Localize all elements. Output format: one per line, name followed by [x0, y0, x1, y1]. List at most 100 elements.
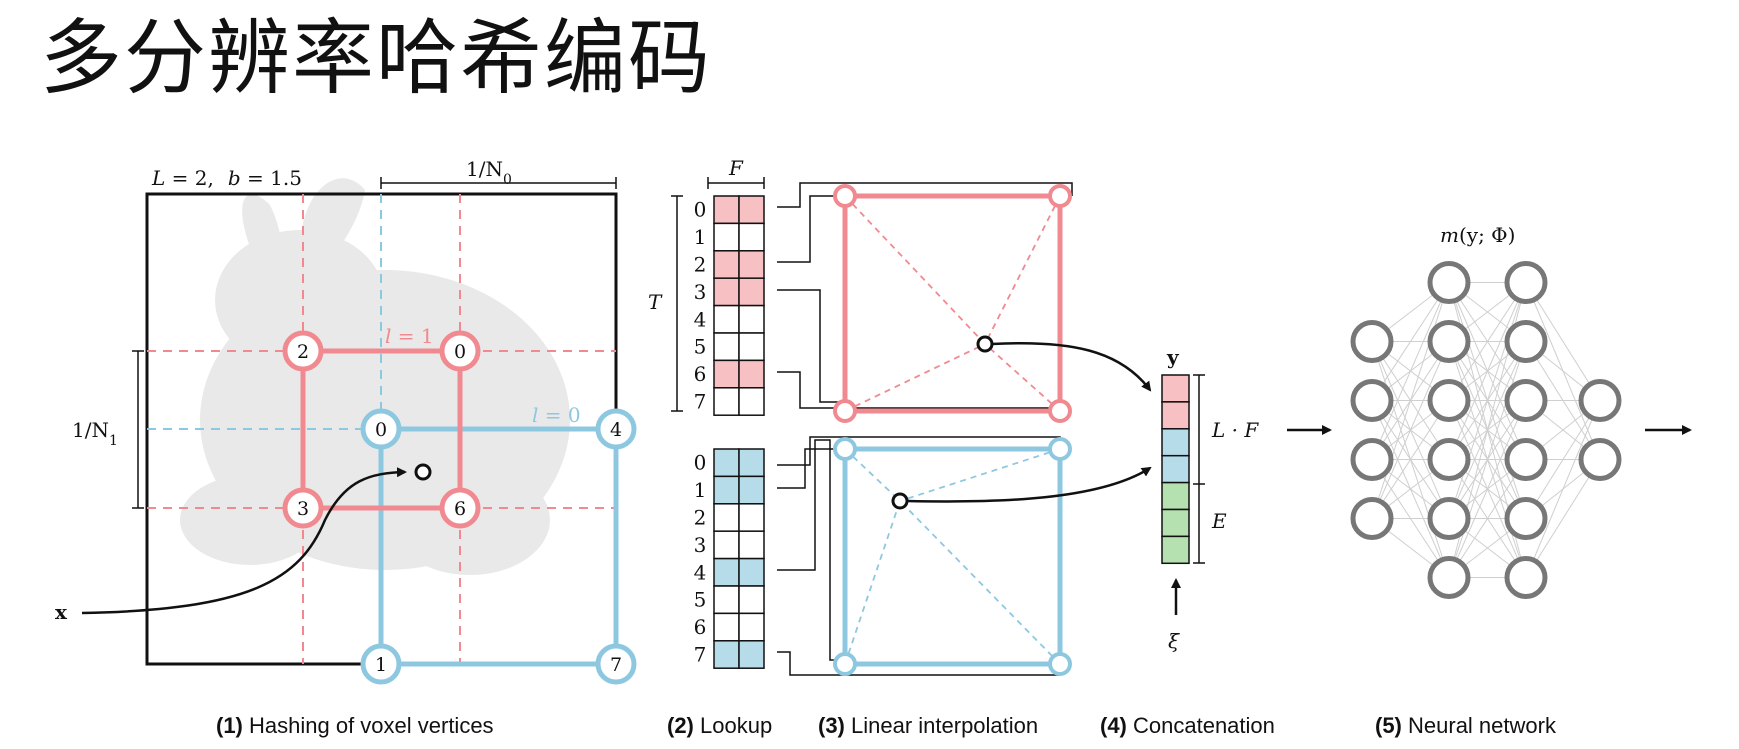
network-node-2-5	[1504, 556, 1548, 599]
blue-interp-lines	[844, 448, 1061, 665]
red-table-cell-5-1	[738, 332, 765, 362]
network-node-1-4	[1427, 497, 1471, 540]
blue-table-cell-5-1	[738, 585, 765, 615]
caption-interpolation: (3) Linear interpolation	[818, 713, 1038, 738]
blue-table-cell-5-0	[713, 585, 740, 615]
query-point	[414, 463, 432, 481]
red-table-connectors	[777, 182, 1073, 411]
svg-text:3: 3	[297, 498, 309, 520]
red-table-cell-0-1	[738, 195, 765, 225]
n1-label: 1/N1	[72, 418, 118, 449]
blue-table-cell-7-1	[738, 640, 765, 669]
red-table-cell-4-0	[713, 304, 740, 334]
red-vertex-6: 6	[439, 487, 481, 529]
red-table-index-1: 1	[694, 225, 707, 249]
svg-text:1: 1	[375, 654, 387, 676]
network-nodes	[1350, 261, 1622, 599]
blue-table-connectors	[777, 436, 1061, 676]
network-node-1-3	[1427, 438, 1471, 481]
network-node-2-2	[1504, 379, 1548, 422]
red-vertex-2: 2	[282, 330, 324, 372]
red-table-index-5: 5	[694, 335, 707, 359]
param-b: b	[228, 166, 241, 190]
y-cell-1	[1161, 401, 1190, 430]
bunny-silhouette	[180, 178, 570, 575]
y-cell-3	[1161, 454, 1190, 484]
n0-dimension: 1/N0	[380, 157, 617, 189]
svg-text:2: 2	[297, 341, 309, 363]
params-label: L = 2,b = 1.5	[151, 166, 302, 190]
blue-level0-cell	[378, 426, 619, 667]
red-table-cell-2-0	[713, 250, 740, 279]
red-interp-point	[976, 335, 994, 353]
level1-label: l = 1	[385, 324, 434, 348]
param-L-value: = 2,	[165, 166, 214, 190]
network-node-1-0	[1427, 261, 1471, 304]
network-edges	[1371, 282, 1601, 578]
blue-table-cell-6-0	[713, 612, 740, 642]
y-cell-4	[1161, 481, 1190, 511]
panel-hashing: L = 2,b = 1.5 1/N0 1/N1	[55, 157, 637, 685]
E-label: E	[1211, 509, 1227, 533]
n1-dimension: 1/N1	[72, 350, 144, 509]
blue-table-cell-2-0	[713, 503, 740, 532]
red-table-index-4: 4	[694, 307, 707, 331]
blue-table-cell-1-1	[738, 475, 765, 505]
blue-vertex-0: 0	[360, 408, 402, 450]
network-node-2-4	[1504, 497, 1548, 540]
LF-label: L · F	[1211, 418, 1259, 442]
red-table-cell-5-0	[713, 332, 740, 362]
blue-vertex-7: 7	[595, 643, 637, 685]
blue-table-cell-1-0	[713, 475, 740, 505]
red-table-cell-2-1	[738, 250, 765, 279]
network-node-1-5	[1427, 556, 1471, 599]
F-label: F	[728, 156, 744, 180]
xi-label: ξ	[1168, 629, 1180, 653]
network-node-0-0	[1350, 320, 1394, 363]
red-table-cell-1-0	[713, 222, 740, 252]
blue-table-index-3: 3	[694, 533, 707, 557]
red-table-cell-4-1	[738, 304, 765, 334]
red-table-index-6: 6	[694, 362, 707, 386]
network-node-2-3	[1504, 438, 1548, 481]
blue-table-cell-4-1	[738, 557, 765, 587]
network-node-0-1	[1350, 379, 1394, 422]
svg-text:7: 7	[610, 654, 622, 676]
blue-vertex-1: 1	[360, 643, 402, 685]
y-vector	[1161, 374, 1190, 565]
red-table-cell-3-1	[738, 277, 765, 307]
panel-interpolation	[833, 184, 1152, 676]
red-vertex-3: 3	[282, 487, 324, 529]
blue-table-cell-3-1	[738, 530, 765, 560]
red-vertex-0: 0	[439, 330, 481, 372]
red-table-cell-3-0	[713, 277, 740, 307]
red-interp-cell	[842, 193, 1063, 414]
panel-neural-network: m(y; Φ)	[1350, 223, 1692, 599]
blue-table-cell-0-0	[713, 448, 740, 478]
blue-table-index-1: 1	[694, 478, 707, 502]
page-title: 多分辨率哈希编码	[40, 11, 713, 106]
red-dashed-grid	[147, 194, 616, 664]
blue-table-cell-3-0	[713, 530, 740, 560]
red-table-index-2: 2	[694, 253, 707, 277]
y-cell-6	[1161, 535, 1190, 565]
svg-text:0: 0	[454, 341, 466, 363]
x-label: x	[55, 600, 68, 624]
network-node-2-1	[1504, 320, 1548, 363]
svg-text:6: 6	[454, 498, 466, 520]
blue-table-cell-7-0	[713, 640, 740, 669]
red-table-cell-0-0	[713, 195, 740, 225]
network-node-1-2	[1427, 379, 1471, 422]
y-cell-0	[1161, 374, 1190, 403]
blue-vertex-4: 4	[595, 408, 637, 450]
x-arrow	[81, 467, 407, 615]
level0-label: l = 0	[532, 403, 581, 427]
red-table-cell-6-0	[713, 359, 740, 389]
n0-label: 1/N0	[466, 157, 512, 188]
red-level1-cell	[300, 348, 463, 511]
blue-table-index-2: 2	[694, 506, 707, 530]
blue-table-cell-0-1	[738, 448, 765, 478]
red-table-cell-1-1	[738, 222, 765, 252]
